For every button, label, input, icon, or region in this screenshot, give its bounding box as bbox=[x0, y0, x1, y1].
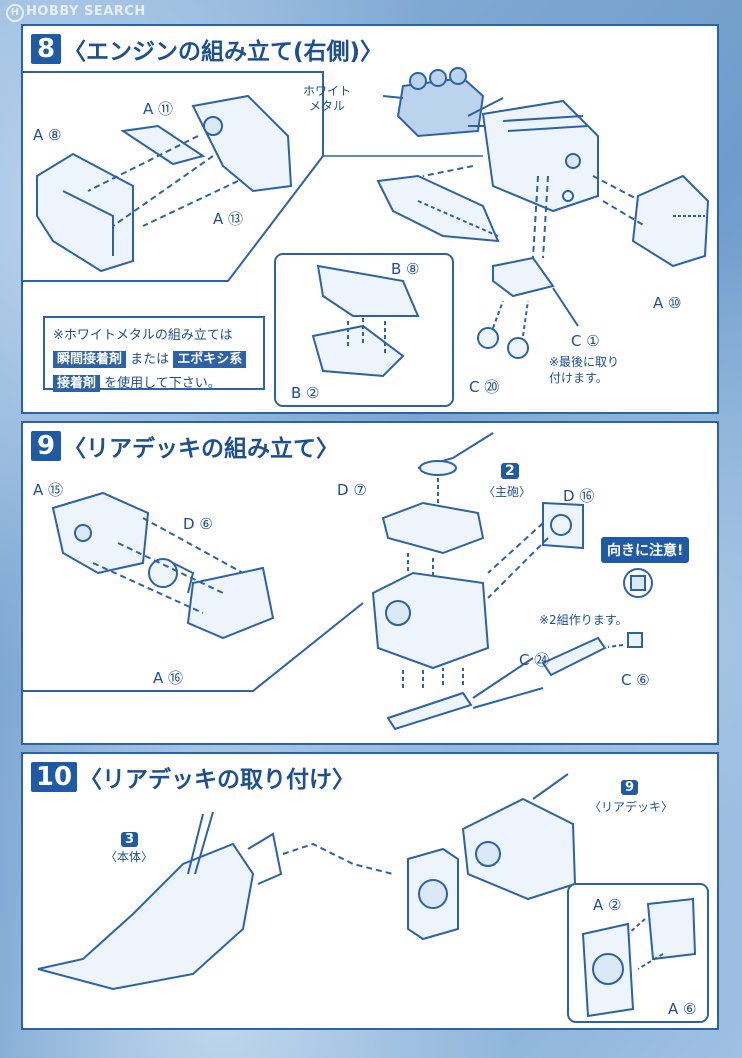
step-10-number: 10 bbox=[31, 762, 77, 792]
glue-note-line3: 接着剤 を使用して下さい。 bbox=[53, 372, 255, 396]
part-label-c1: C ① bbox=[571, 332, 600, 350]
part-label-a11: A ⑪ bbox=[143, 100, 174, 118]
part-label-c6: C ⑥ bbox=[621, 671, 650, 689]
orientation-caution-badge: 向きに注意! bbox=[601, 537, 690, 563]
part-label-a8: A ⑧ bbox=[33, 126, 62, 144]
body-number: 3 bbox=[121, 832, 139, 847]
step-10-title: 〈リアデッキの取り付け〉 bbox=[79, 767, 355, 793]
part-label-a2: A ② bbox=[593, 896, 622, 914]
part-label-b2: B ② bbox=[291, 384, 320, 402]
part-label-d16: D ⑯ bbox=[563, 487, 595, 505]
part-label-a6: A ⑥ bbox=[668, 1000, 697, 1018]
part-label-a13: A ⑬ bbox=[213, 210, 244, 228]
last-attach-note: ※最後に取り 付けます。 bbox=[549, 355, 620, 385]
step-8-diagram bbox=[23, 67, 710, 407]
glue-note-line1: ※ホワイトメタルの組み立ては bbox=[53, 328, 233, 343]
rear-deck-label: 〈リアデッキ〉 bbox=[589, 800, 674, 814]
part-label-a16: A ⑯ bbox=[153, 669, 184, 687]
watermark-text: HOBBY SEARCH bbox=[26, 4, 146, 19]
step-8-title: 〈エンジンの組み立て(右側)〉 bbox=[63, 39, 384, 65]
main-gun-number: 2 bbox=[501, 463, 519, 479]
glue-note-or: または bbox=[126, 352, 174, 367]
part-label-c24: C ㉔ bbox=[519, 651, 550, 669]
part-label-b8: B ⑧ bbox=[391, 260, 420, 278]
body-label: 〈本体〉 bbox=[105, 850, 154, 864]
glue-note-adhesive: 接着剤 bbox=[53, 375, 101, 392]
part-label-a15: A ⑮ bbox=[33, 481, 64, 499]
glue-note-line2: 瞬間接着剤 または エポキシ系 bbox=[53, 348, 255, 372]
part-label-c20: C ⑳ bbox=[469, 378, 500, 396]
glue-note-epoxy: エポキシ系 bbox=[173, 351, 247, 368]
main-gun-label: 〈主砲〉 bbox=[483, 485, 532, 499]
glue-note: ※ホワイトメタルの組み立ては 瞬間接着剤 または エポキシ系 接着剤 を使用して… bbox=[43, 316, 265, 392]
glue-note-instant-glue: 瞬間接着剤 bbox=[53, 351, 127, 368]
part-label-a10: A ⑩ bbox=[653, 294, 682, 312]
part-label-d6: D ⑥ bbox=[183, 515, 213, 533]
step-10-diagram bbox=[37, 773, 709, 1023]
white-metal-label: ホワイト メタル bbox=[303, 84, 352, 113]
part-label-d7: D ⑦ bbox=[337, 481, 367, 499]
glue-note-use: を使用して下さい。 bbox=[100, 376, 221, 391]
step-9-panel: 9 〈リアデッキの組み立て〉 bbox=[21, 421, 719, 745]
step-9-title: 〈リアデッキの組み立て〉 bbox=[63, 436, 339, 462]
step-9-diagram bbox=[23, 432, 653, 731]
step-8-number: 8 bbox=[31, 34, 61, 64]
rear-deck-number: 9 bbox=[621, 780, 639, 795]
make-two-note: ※2組作ります。 bbox=[539, 613, 628, 627]
watermark-logo-icon: H bbox=[6, 4, 24, 22]
step-8-panel: 8 〈エンジンの組み立て(右側)〉 bbox=[21, 24, 719, 414]
step-9-number: 9 bbox=[31, 431, 61, 461]
step-10-panel: 10 〈リアデッキの取り付け〉 3 〈本体〉 9 〈リアデッキ〉 A ② bbox=[21, 752, 719, 1030]
